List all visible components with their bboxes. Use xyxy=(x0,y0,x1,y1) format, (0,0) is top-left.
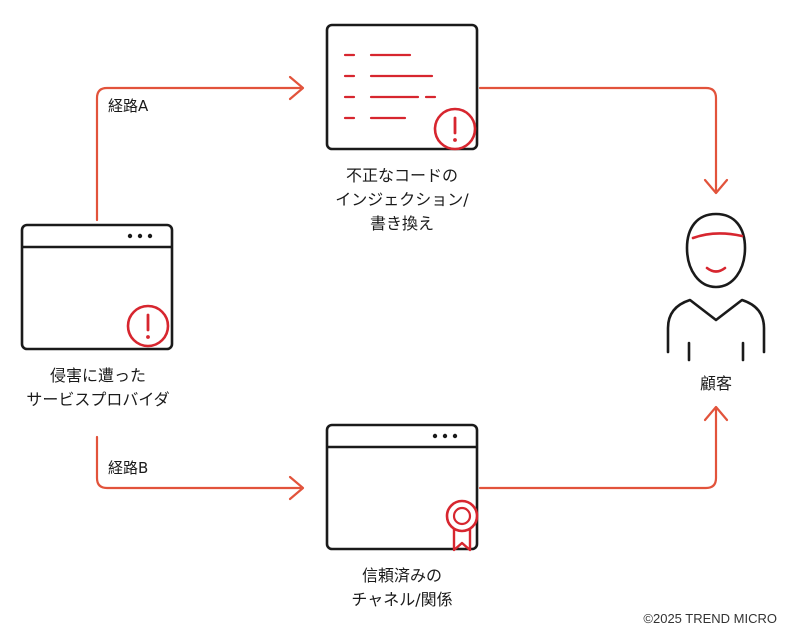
trusted-channel-line-2: チャネル/関係 xyxy=(351,590,453,609)
route-b-label: 経路B xyxy=(108,459,149,477)
route-b-arrowhead xyxy=(288,475,305,501)
route-a-label: 経路A xyxy=(108,97,149,115)
trusted-channel-line-1: 信頼済みの xyxy=(361,566,442,585)
malicious-code-line-2: インジェクション/ xyxy=(335,190,469,209)
route-a-arrowhead xyxy=(288,75,305,101)
channel-to-customer-arrowhead xyxy=(703,405,729,422)
person-face-accent xyxy=(691,232,744,273)
code-to-customer-connector xyxy=(478,86,718,192)
malicious-code-line-1: 不正なコードの xyxy=(345,166,458,185)
malicious-code-label: 不正なコードの インジェクション/ 書き換え xyxy=(302,164,502,236)
code-to-customer-arrowhead xyxy=(703,178,729,195)
code-alert-icon xyxy=(433,107,477,151)
customer-label: 顧客 xyxy=(699,374,732,393)
route-b-connector xyxy=(95,435,302,490)
person-body xyxy=(666,298,766,354)
copyright-notice: ©2025 TREND MICRO xyxy=(643,611,777,626)
malicious-code-line-3: 書き換え xyxy=(369,214,434,233)
certified-window-icon xyxy=(325,423,479,551)
compromised-provider-line-1: 侵害に遭った xyxy=(49,366,146,385)
trusted-channel-label: 信頼済みの チャネル/関係 xyxy=(302,564,502,612)
channel-to-customer-connector xyxy=(478,408,718,490)
person-icon xyxy=(666,212,766,362)
compromised-provider-line-2: サービスプロバイダ xyxy=(26,390,170,409)
provider-alert-icon xyxy=(126,304,170,348)
certificate-ribbon-icon xyxy=(445,499,479,552)
compromised-provider-label: 侵害に遭った サービスプロバイダ xyxy=(0,364,196,412)
connectors xyxy=(95,75,729,501)
route-a-connector xyxy=(95,86,302,222)
person-head xyxy=(685,212,747,289)
code-lines xyxy=(343,53,437,120)
